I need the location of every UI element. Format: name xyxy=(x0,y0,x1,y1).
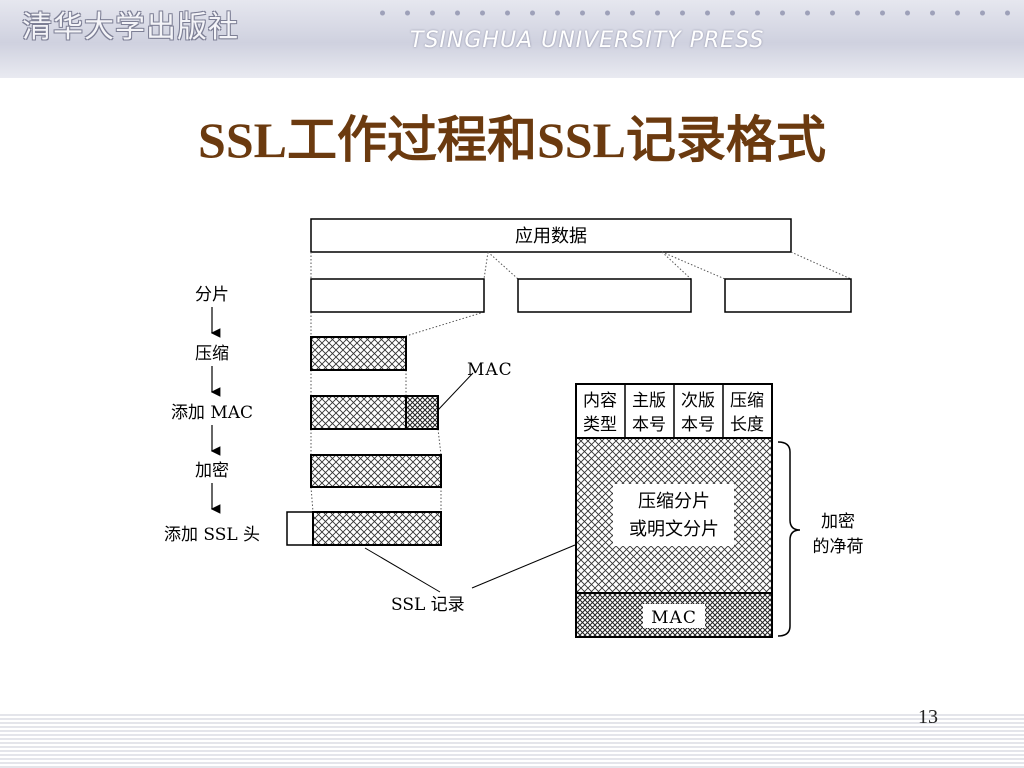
payload-text-line2: 或明文分片 xyxy=(629,519,719,540)
payload-text-background xyxy=(613,484,734,546)
slide-footer xyxy=(0,712,1024,768)
compressed-block xyxy=(310,336,407,371)
slide-title: SSL工作过程和SSL记录格式 xyxy=(198,112,826,168)
header-field-minor-version-1: 次版 xyxy=(681,391,715,411)
mac-data-block xyxy=(310,395,407,430)
step-label-compress: 压缩 xyxy=(195,344,229,364)
header-field-major-version-2: 本号 xyxy=(632,415,666,435)
publisher-logo: 清华大学出版社 xyxy=(22,10,239,45)
header-field-content-type-2: 类型 xyxy=(583,415,617,435)
record-mac-label: MAC xyxy=(651,608,697,628)
step-label-fragment: 分片 xyxy=(195,285,229,305)
step-label-add-mac: 添加 MAC xyxy=(171,403,253,423)
encrypted-payload-brace xyxy=(777,441,801,637)
fragment-guide-lines xyxy=(310,251,852,513)
step-label-encrypt: 加密 xyxy=(195,461,229,481)
app-data-label: 应用数据 xyxy=(515,226,587,247)
ssl-record-label: SSL 记录 xyxy=(391,595,465,615)
fragment-1 xyxy=(310,278,485,313)
record-header-table xyxy=(575,383,773,439)
encrypted-block xyxy=(310,454,442,488)
header-dot-pattern xyxy=(370,8,1020,18)
page-number: 13 xyxy=(918,706,938,728)
ssl-record-pointer-right xyxy=(471,544,576,589)
brace-label-line1: 加密 xyxy=(821,512,855,532)
record-mac-label-background xyxy=(643,604,705,628)
fragment-3 xyxy=(724,278,852,313)
header-field-compressed-length-2: 长度 xyxy=(730,415,764,435)
brace-label-line2: 的净荷 xyxy=(813,537,864,557)
slide-header: 清华大学出版社 TSINGHUA UNIVERSITY PRESS xyxy=(0,0,1024,78)
header-field-minor-version-2: 本号 xyxy=(681,415,715,435)
header-field-compressed-length-1: 压缩 xyxy=(730,391,764,411)
step-label-add-ssl-header: 添加 SSL 头 xyxy=(164,525,260,545)
ssl-record-body xyxy=(312,511,442,546)
ssl-record-pointer-left xyxy=(364,547,441,593)
header-field-content-type-1: 内容 xyxy=(583,391,617,411)
app-data-box xyxy=(310,218,792,253)
mac-label: MAC xyxy=(467,360,513,380)
publisher-english-name: TSINGHUA UNIVERSITY PRESS xyxy=(410,28,765,53)
payload-text-line1: 压缩分片 xyxy=(638,491,710,512)
mac-block xyxy=(405,395,439,430)
mac-pointer-line xyxy=(437,372,474,411)
ssl-header-block xyxy=(286,511,314,546)
fragment-2 xyxy=(517,278,692,313)
header-field-major-version-1: 主版 xyxy=(632,391,666,411)
